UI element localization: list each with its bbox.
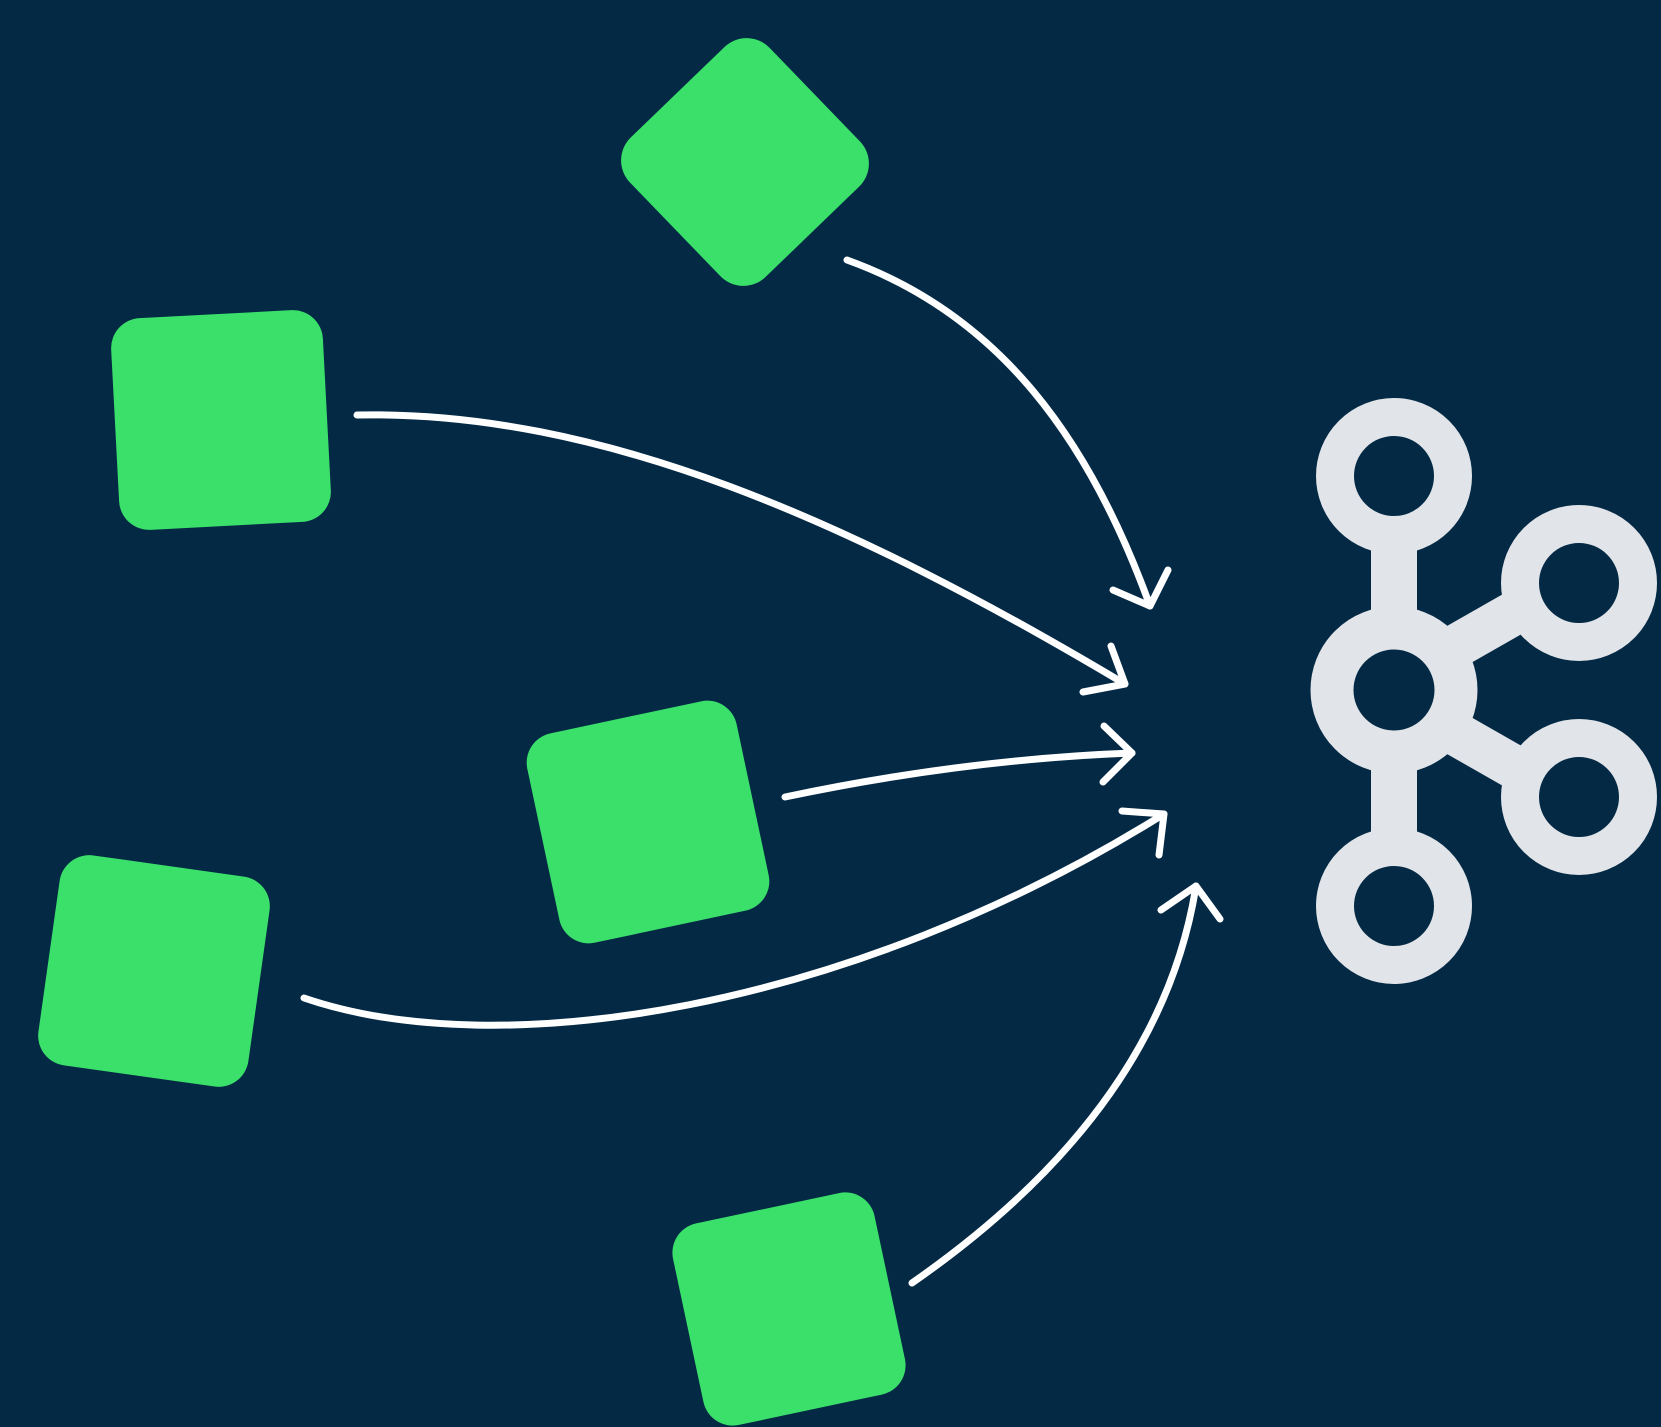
kafka-logo-node-top — [1316, 398, 1472, 554]
arrow-from-producer-middle — [781, 749, 1136, 801]
arrow-from-producer-bottom — [908, 882, 1200, 1287]
arrow-from-producer-upper-left — [353, 411, 1129, 688]
kafka-logo-node-bottom — [1316, 828, 1472, 984]
producer-lower-left — [38, 855, 270, 1087]
producer-top — [621, 38, 869, 286]
kafka-logo-node-upper-right — [1501, 505, 1657, 661]
producer-upper-left — [111, 310, 331, 530]
producer-bottom — [672, 1192, 906, 1426]
producer-middle — [526, 700, 770, 944]
arrow-from-producer-lower-left — [300, 810, 1168, 1029]
arrows — [300, 256, 1224, 1287]
arrowhead-bottom — [1157, 882, 1224, 923]
arrowhead-top — [1109, 566, 1172, 610]
arrow-from-producer-top — [843, 256, 1154, 610]
kafka-logo-icon — [1310, 398, 1657, 984]
producers — [38, 38, 906, 1426]
arrowhead-upper-left — [1079, 642, 1129, 696]
kafka-logo-node-center — [1310, 606, 1478, 774]
arrowhead-lower-left — [1118, 807, 1168, 859]
arrowhead-middle — [1099, 722, 1136, 786]
kafka-logo-node-lower-right — [1501, 719, 1657, 875]
